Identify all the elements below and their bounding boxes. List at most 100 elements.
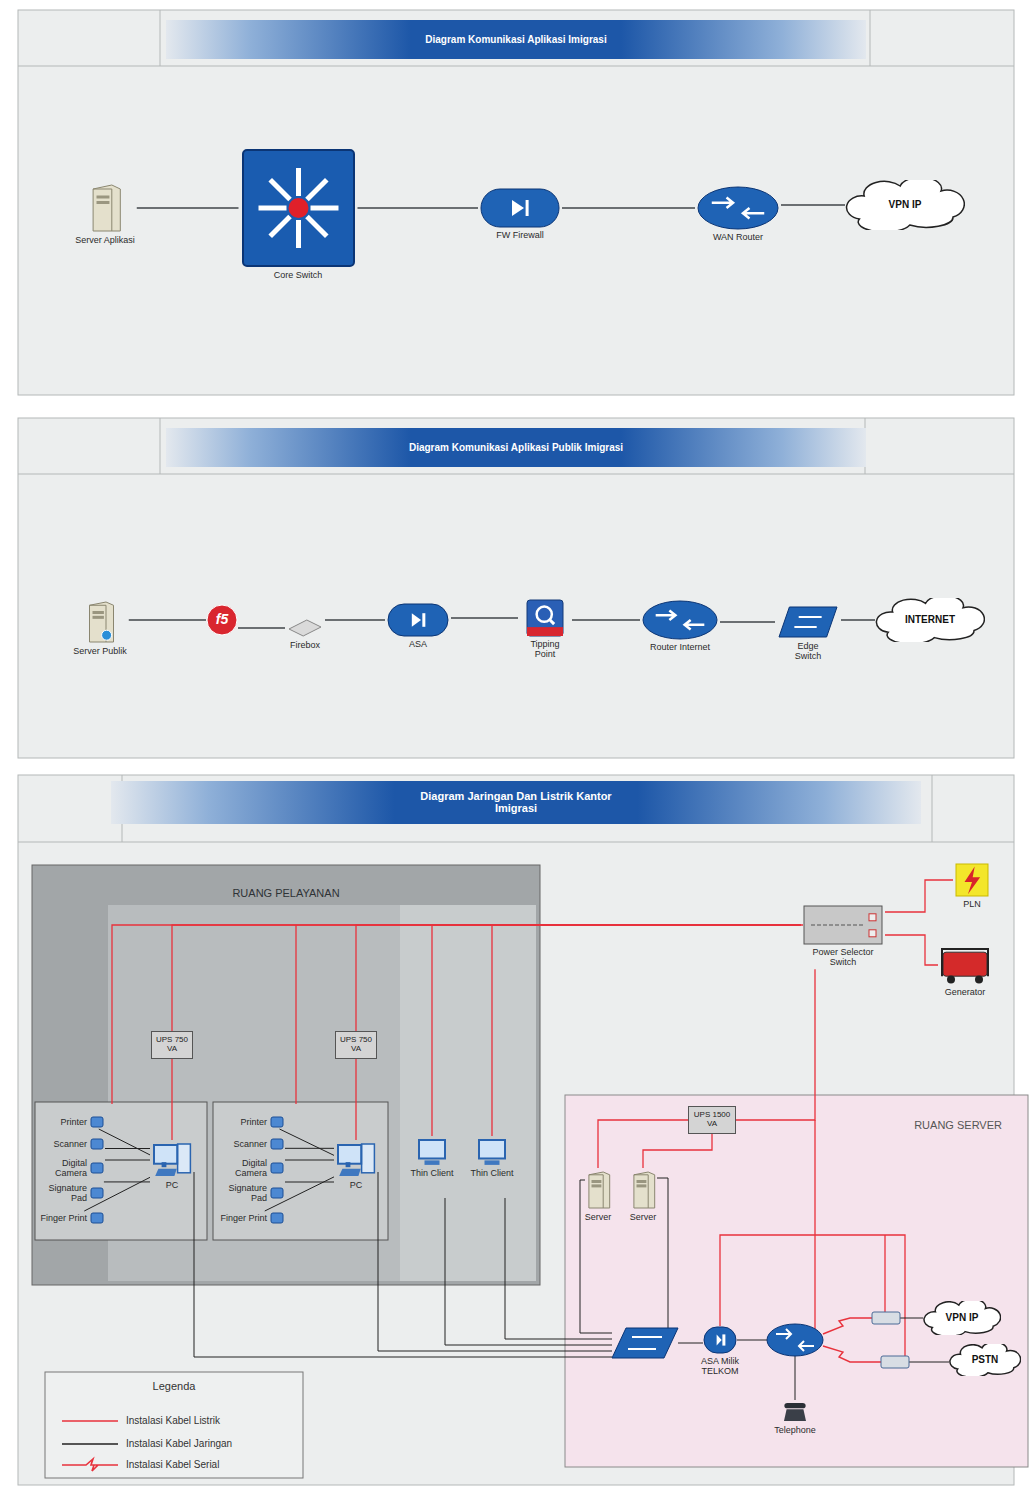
room-ground xyxy=(213,1102,388,1240)
panel-ground xyxy=(18,10,1014,66)
network-link xyxy=(325,619,385,621)
pc-part xyxy=(154,1145,177,1164)
periph-part xyxy=(91,1139,103,1149)
pc-part xyxy=(155,1169,177,1176)
node-label: Finger Print xyxy=(220,1213,267,1223)
panel-title: Diagram Komunikasi Aplikasi Imigrasi xyxy=(166,20,866,59)
server-part xyxy=(634,1172,655,1208)
node-label: PSTN xyxy=(972,1354,999,1365)
power-wire xyxy=(884,1235,885,1312)
eswitch-part xyxy=(794,617,821,627)
core-part xyxy=(288,198,308,218)
server-icon xyxy=(88,183,122,233)
core-node: Core Switch xyxy=(239,146,358,282)
power-wire xyxy=(814,1120,815,1330)
pln-node: PLN xyxy=(953,861,991,911)
fw-icon xyxy=(480,188,560,228)
power-cable xyxy=(171,1059,172,1140)
legend-row: Instalasi Kabel Jaringan xyxy=(126,1438,232,1449)
phone-part xyxy=(784,1403,805,1408)
panel-ground xyxy=(18,418,1014,758)
device-cable xyxy=(105,1160,150,1161)
core-part xyxy=(306,216,326,236)
cloud-outline xyxy=(950,1344,1021,1376)
power-cable xyxy=(432,925,801,1136)
device-cable xyxy=(265,1177,334,1211)
cloud-outline xyxy=(847,180,965,230)
pc-part xyxy=(338,1145,361,1164)
serverp-part xyxy=(93,616,104,619)
node-label: Thin Client xyxy=(410,1168,453,1178)
core-part xyxy=(296,168,301,196)
serverp-part xyxy=(102,630,112,640)
selector-part xyxy=(804,906,882,944)
selector-part xyxy=(869,914,876,921)
periph-node: Finger Print xyxy=(219,1211,285,1225)
periph-icon xyxy=(90,1187,104,1199)
power-wire xyxy=(295,925,296,1104)
gen-part xyxy=(947,975,955,983)
node-label: Router Internet xyxy=(650,642,710,652)
fw-node: ASA xyxy=(385,601,451,651)
lan-switch-symbol xyxy=(612,1328,678,1358)
periph-icon xyxy=(90,1138,104,1150)
node-label: Digital Camera xyxy=(35,1158,87,1178)
legend-heading-row: Legenda xyxy=(153,1376,196,1394)
core-part xyxy=(310,206,338,211)
router-part xyxy=(643,601,717,639)
core-icon xyxy=(241,148,356,268)
server-part xyxy=(591,1180,601,1183)
pln-part xyxy=(965,866,981,894)
legend-label: Instalasi Kabel Listrik xyxy=(126,1415,220,1426)
thin-part xyxy=(485,1160,500,1164)
thin-part xyxy=(425,1160,440,1164)
periph-node: Scanner xyxy=(52,1137,105,1151)
core-part xyxy=(258,206,286,211)
router-part xyxy=(712,197,764,218)
server-part xyxy=(97,201,110,204)
fw-icon xyxy=(387,603,449,637)
panel-ground xyxy=(18,418,1014,474)
pln-part xyxy=(956,864,988,896)
legend-label: Instalasi Kabel Serial xyxy=(126,1459,219,1470)
fw-node: FW Firewall xyxy=(478,186,562,242)
periph-part xyxy=(271,1139,283,1149)
gen-part xyxy=(943,952,987,976)
fw-part xyxy=(526,200,529,216)
network-wire xyxy=(657,1178,668,1328)
core-part xyxy=(270,216,290,236)
box-node: UPS 750 VA xyxy=(335,1031,377,1059)
server-icon xyxy=(630,1170,656,1210)
legend-frame xyxy=(62,1420,118,1422)
periph-node: Digital Camera xyxy=(34,1157,105,1179)
periph-icon xyxy=(270,1138,284,1150)
router-symbol xyxy=(776,1329,814,1351)
periph-icon xyxy=(270,1116,284,1128)
pc-part xyxy=(162,1162,167,1167)
periph-icon xyxy=(90,1212,104,1224)
modem-symbol xyxy=(881,1356,909,1368)
network-link xyxy=(358,207,479,209)
node-label: Server Publik xyxy=(73,646,127,656)
node-label: f5 xyxy=(216,612,228,628)
serial-wire xyxy=(823,1318,881,1362)
modem-symbol xyxy=(872,1312,909,1368)
power-cable xyxy=(492,925,801,1136)
periph-node: Printer xyxy=(239,1115,285,1129)
fw-part xyxy=(388,604,448,636)
node-label: Finger Print xyxy=(40,1213,87,1223)
power-wire xyxy=(112,925,905,1356)
selector-node: Power Selector Switch xyxy=(801,903,885,969)
diagram-panel: Server Publikf5FireboxASATipping PointRo… xyxy=(18,418,1014,758)
network-link xyxy=(572,619,640,621)
network-link xyxy=(720,621,775,623)
node-label: Printer xyxy=(60,1117,87,1127)
tipping-part xyxy=(527,627,563,636)
router-node: Router Internet xyxy=(640,598,720,654)
cloud-outline xyxy=(924,1301,1001,1335)
periph-icon xyxy=(90,1162,104,1174)
node-label: Thin Client xyxy=(470,1168,513,1178)
serverp-part xyxy=(93,611,104,614)
fw-icon xyxy=(703,1326,737,1354)
network-wire xyxy=(194,1172,612,1357)
